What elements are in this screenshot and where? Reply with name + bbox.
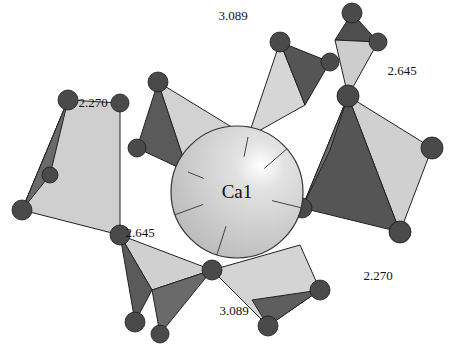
- atom: [58, 90, 78, 110]
- atom: [342, 3, 362, 23]
- tetra-face: [302, 96, 400, 232]
- bond-line: [272, 201, 301, 208]
- atom: [202, 260, 222, 280]
- atom: [128, 139, 146, 157]
- tetra-face: [152, 270, 212, 334]
- ca-sphere: [171, 126, 303, 258]
- bond-line: [244, 137, 248, 157]
- bond-line: [217, 226, 226, 255]
- bond-line: [188, 172, 204, 178]
- atom: [369, 33, 387, 51]
- tetra-face: [22, 100, 68, 210]
- atom: [310, 280, 330, 300]
- bond-line: [175, 204, 203, 214]
- atom: [42, 167, 58, 183]
- atom: [270, 32, 290, 52]
- atom-sphere: Ca1: [170, 125, 304, 259]
- atom: [321, 53, 339, 71]
- bond-distance: 3.089: [218, 303, 249, 319]
- tetra-face: [302, 96, 348, 208]
- atom: [337, 85, 359, 107]
- atom: [125, 312, 145, 332]
- bond-distance: 2.270: [77, 95, 108, 111]
- bond-distance: 2.270: [362, 268, 393, 284]
- tetra-face: [120, 235, 152, 322]
- tetra-face: [22, 100, 120, 235]
- atom: [389, 221, 411, 243]
- atom: [148, 72, 168, 92]
- tetrahedra: [22, 13, 432, 334]
- tetra-face: [280, 42, 330, 105]
- atom: [258, 316, 278, 336]
- bond-line: [264, 149, 287, 169]
- atom: [111, 94, 129, 112]
- bond-distance: 2.645: [386, 63, 417, 79]
- atom: [151, 325, 169, 343]
- atom: [421, 137, 443, 159]
- oxygen-atoms: [12, 3, 443, 343]
- bond-distance: 3.089: [217, 8, 248, 24]
- bond-distance: 2.645: [124, 225, 155, 241]
- atom-label: Ca1: [222, 181, 253, 203]
- atom: [12, 200, 32, 220]
